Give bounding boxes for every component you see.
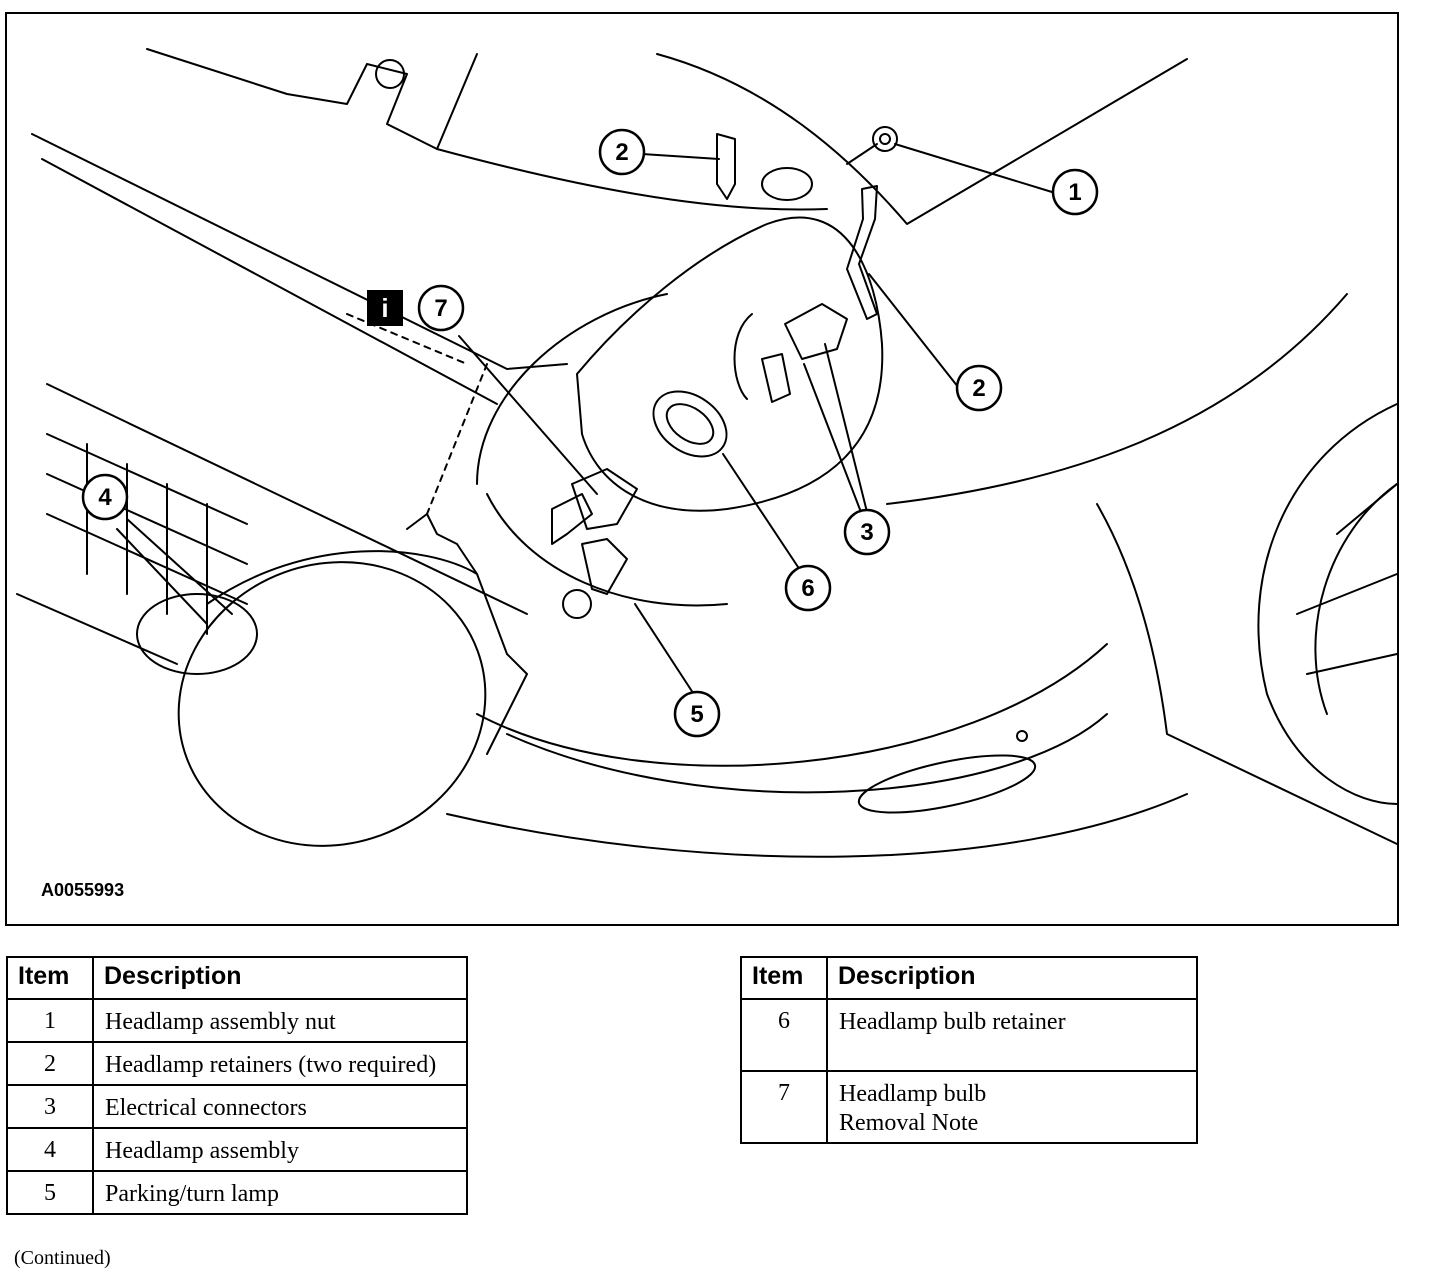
header-item: Item	[740, 956, 828, 1000]
callout-7: 7	[434, 295, 447, 322]
row-item: 5	[6, 1170, 94, 1215]
callout-circle-4	[81, 473, 129, 521]
row-item: 2	[6, 1041, 94, 1086]
legend-table-right: Item Description 6 Headlamp bulb retaine…	[740, 956, 1198, 1144]
callout-circle-2-right	[955, 364, 1003, 412]
header-item: Item	[6, 956, 94, 1000]
callout-circle-2-top	[598, 128, 646, 176]
exploded-diagram: 2 1 2 7 4 3 6 5 i A0055993	[5, 12, 1399, 926]
row-description: Headlamp assembly nut	[92, 998, 468, 1043]
row-description: Headlamp retainers (two required)	[92, 1041, 468, 1086]
header-description: Description	[826, 956, 1198, 1000]
continued-note: (Continued)	[14, 1247, 111, 1269]
table-row: 1 Headlamp assembly nut	[6, 998, 468, 1043]
removal-note-link[interactable]: Removal Note	[839, 1110, 979, 1136]
row-description: Headlamp bulb retainer	[826, 998, 1198, 1072]
table-row: 6 Headlamp bulb retainer	[740, 998, 1198, 1072]
row-item: 6	[740, 998, 828, 1072]
row-item: 3	[6, 1084, 94, 1129]
callout-3: 3	[860, 519, 873, 546]
row-description: Electrical connectors	[92, 1084, 468, 1129]
info-icon-glyph: i	[381, 293, 388, 323]
table-row: 3 Electrical connectors	[6, 1084, 468, 1129]
legend-header-row: Item Description	[6, 956, 468, 1000]
table-row: 5 Parking/turn lamp	[6, 1170, 468, 1215]
callout-1: 1	[1068, 179, 1081, 206]
row-description: Parking/turn lamp	[92, 1170, 468, 1215]
callout-circle-3	[843, 508, 891, 556]
callout-5: 5	[690, 701, 703, 728]
row-item: 4	[6, 1127, 94, 1172]
figure-id-label: A0055993	[41, 880, 125, 900]
callout-circle-6	[784, 564, 832, 612]
legend-header-row: Item Description	[740, 956, 1198, 1000]
callout-circle-5	[673, 690, 721, 738]
header-description: Description	[92, 956, 468, 1000]
legend-table-left: Item Description 1 Headlamp assembly nut…	[6, 956, 468, 1215]
row-description-text: Headlamp bulb	[839, 1081, 987, 1107]
callout-2-right: 2	[972, 375, 985, 402]
row-item: 1	[6, 998, 94, 1043]
callout-4: 4	[98, 484, 112, 511]
row-description: Headlamp bulb Removal Note	[826, 1070, 1198, 1144]
callout-circle-1	[1051, 168, 1099, 216]
callout-circle-7	[417, 284, 465, 332]
table-row: 4 Headlamp assembly	[6, 1127, 468, 1172]
table-row: 2 Headlamp retainers (two required)	[6, 1041, 468, 1086]
headlamp-line-art: 2 1 2 7 4 3 6 5 i	[16, 48, 1398, 858]
row-item: 7	[740, 1070, 828, 1144]
callout-2-top: 2	[615, 139, 628, 166]
row-description: Headlamp assembly	[92, 1127, 468, 1172]
table-row: 7 Headlamp bulb Removal Note	[740, 1070, 1198, 1144]
info-icon[interactable]: i	[367, 290, 403, 326]
callout-6: 6	[801, 575, 814, 602]
